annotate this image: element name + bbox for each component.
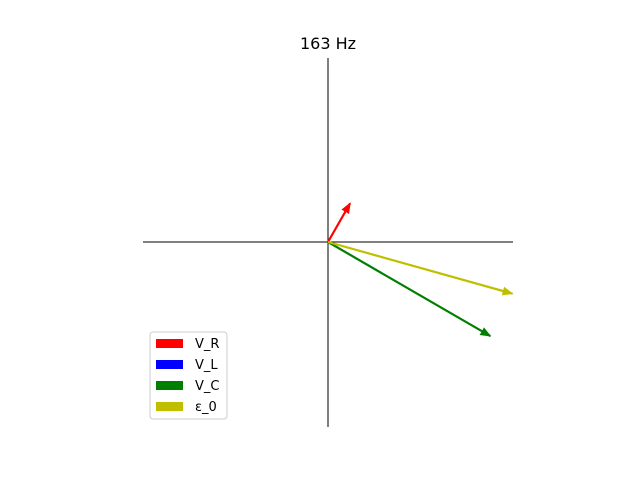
legend-label-v-c: V_C (195, 379, 219, 394)
phasor-0-vector (327, 240, 514, 296)
legend-swatch-v-r (156, 339, 183, 348)
legend-swatch-v-l (156, 360, 183, 369)
phasor-v-c-vector (327, 241, 492, 338)
legend-swatch-v-c (156, 381, 183, 390)
legend-label-v-r: V_R (195, 337, 219, 352)
legend-label-v-l: V_L (195, 358, 218, 373)
chart-title: 163 Hz (300, 34, 356, 53)
legend-swatch-0 (156, 402, 183, 411)
legend: V_R V_L V_C ε_0 (149, 331, 228, 420)
legend-label-0: ε_0 (195, 400, 217, 415)
legend-frame (149, 331, 228, 420)
phasor-v-r-vector (327, 202, 352, 243)
phasor-vectors (327, 202, 514, 338)
